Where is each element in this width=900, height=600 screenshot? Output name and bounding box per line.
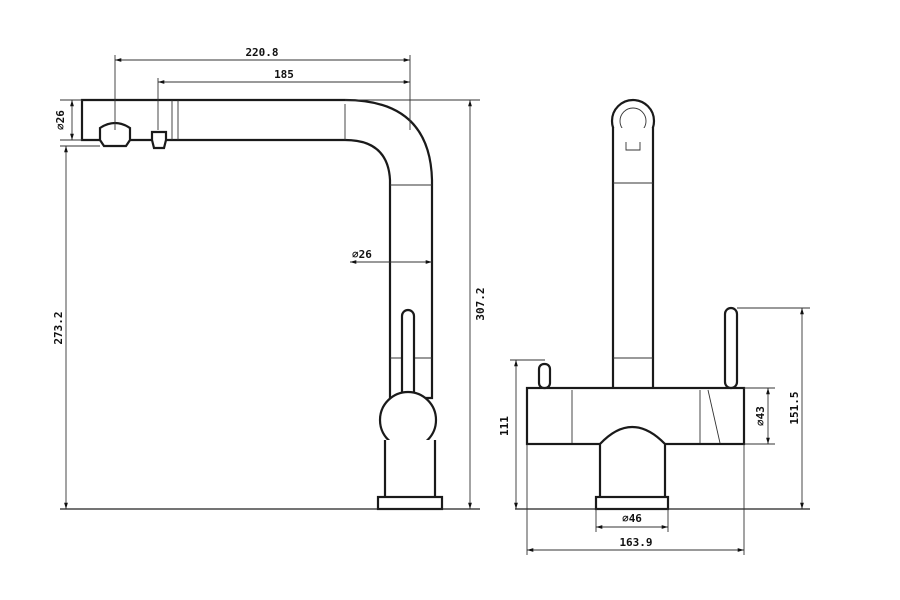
dim-side-spout-length: 185 bbox=[274, 68, 294, 81]
front-stem bbox=[598, 425, 667, 500]
side-base-plate bbox=[376, 495, 444, 511]
diameter-symbol: ∅ bbox=[54, 123, 67, 130]
dim-side-spout-dia: 26 bbox=[54, 110, 67, 124]
side-stem bbox=[383, 440, 437, 500]
diameter-symbol: ∅ bbox=[352, 248, 359, 261]
dim-side-height-outlet: 273.2 bbox=[52, 311, 65, 344]
front-neck bbox=[611, 128, 655, 394]
dim-front-height-body: 111 bbox=[498, 416, 511, 436]
front-right-lever bbox=[723, 306, 739, 390]
svg-text:∅43: ∅43 bbox=[754, 406, 767, 426]
dim-front-total-width: 163.9 bbox=[619, 536, 652, 549]
dim-side-neck-dia: 26 bbox=[359, 248, 373, 261]
dim-front-base-dia: 46 bbox=[629, 512, 643, 525]
front-view: 111 ∅43 151.5 ∅46 163.9 bbox=[498, 98, 810, 555]
dim-side-total-length: 220.8 bbox=[245, 46, 278, 59]
side-outlet-nozzle-1 bbox=[98, 121, 132, 148]
dim-side-total-height: 307.2 bbox=[474, 287, 487, 320]
svg-text:∅46: ∅46 bbox=[622, 512, 642, 525]
svg-text:∅26: ∅26 bbox=[54, 110, 67, 130]
side-body-round bbox=[378, 390, 438, 450]
svg-text:∅26: ∅26 bbox=[352, 248, 372, 261]
dim-front-total-height: 151.5 bbox=[788, 391, 801, 424]
side-lever bbox=[400, 308, 416, 402]
side-outlet-nozzle-2 bbox=[150, 130, 168, 150]
side-view: 220.8 185 ∅26 ∅26 273.2 307.2 bbox=[52, 46, 487, 511]
dim-front-body-dia: 43 bbox=[754, 406, 767, 419]
front-left-knob bbox=[537, 362, 552, 390]
front-base-plate bbox=[594, 495, 670, 511]
diameter-symbol: ∅ bbox=[622, 512, 629, 525]
diameter-symbol: ∅ bbox=[754, 419, 767, 426]
side-spout-body bbox=[80, 98, 434, 400]
